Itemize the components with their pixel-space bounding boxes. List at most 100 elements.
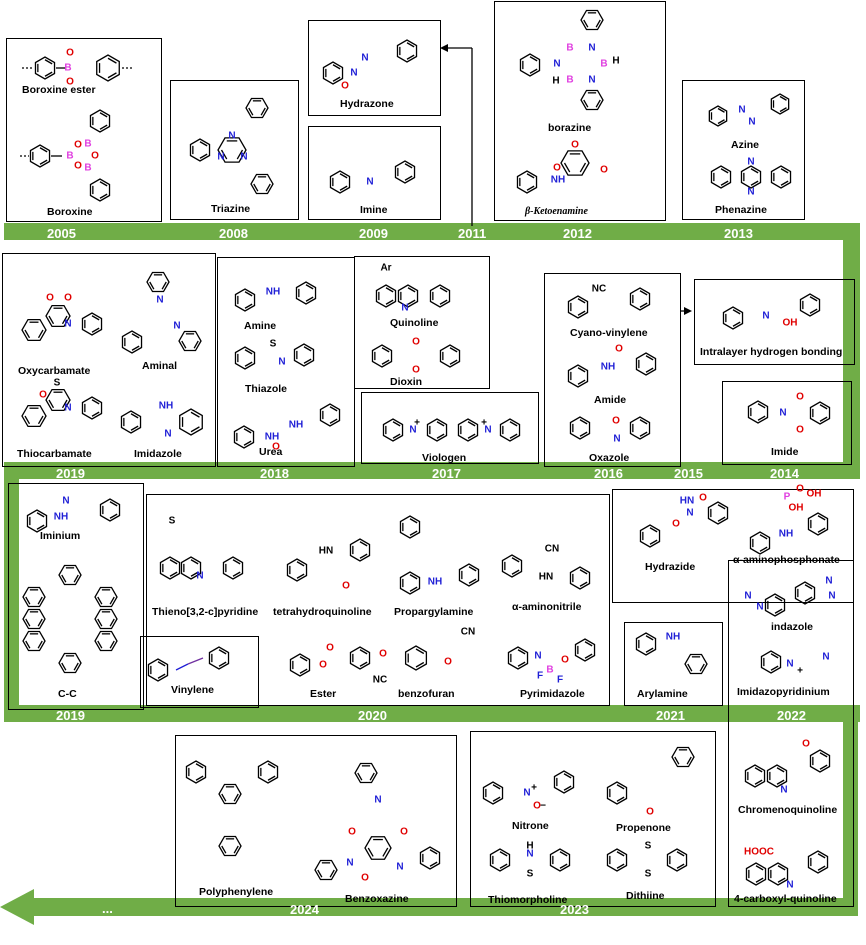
bond [357, 772, 363, 781]
atom-N: N [747, 157, 754, 168]
benzene-ring [666, 848, 688, 872]
benzene-ring [560, 150, 590, 176]
atom-N: N [409, 425, 416, 436]
bond [109, 513, 118, 519]
atom-N: N [156, 295, 163, 306]
atom-O: O [379, 649, 387, 660]
benzene-ring [218, 783, 242, 805]
benzene-ring [807, 512, 829, 536]
benzene-ring [639, 524, 661, 548]
atom-O: O [561, 655, 569, 666]
benzene-ring [397, 284, 419, 308]
benzene-ring [146, 271, 170, 293]
bond [686, 756, 692, 765]
bond [303, 358, 312, 364]
atom-F: F [557, 675, 563, 686]
benzene-ring [684, 653, 708, 675]
atom-N: N [361, 53, 368, 64]
bond [232, 571, 241, 577]
year-2011: 2011 [458, 226, 487, 241]
atom-NH: NH [666, 632, 680, 643]
bond [577, 298, 586, 304]
bond [406, 42, 415, 48]
benzene-ring [21, 318, 47, 342]
atom-NC: NC [592, 284, 606, 295]
bond [299, 656, 308, 662]
benzene-ring [635, 632, 657, 656]
bond [233, 845, 239, 854]
bond [407, 299, 416, 305]
benzene-ring [580, 89, 604, 111]
bond [91, 327, 100, 333]
benzene-ring [799, 293, 821, 317]
benzene-ring [606, 848, 628, 872]
atom-N: N [64, 319, 71, 330]
benzene-ring [34, 56, 56, 80]
bond [97, 596, 103, 605]
bond [436, 421, 445, 427]
atom-HN: HN [539, 572, 553, 583]
box-arylamine [624, 622, 723, 706]
bond [299, 668, 308, 674]
bond [61, 662, 67, 671]
bond [131, 333, 140, 339]
atom-CN: CN [545, 544, 559, 555]
atom-N: N [588, 75, 595, 86]
bond [509, 433, 518, 439]
bond [584, 653, 593, 659]
label-amine: Amine [244, 320, 277, 332]
bond [169, 559, 178, 565]
benzene-ring [635, 352, 657, 376]
atom-O: O [272, 442, 280, 453]
band-row-4 [28, 898, 858, 916]
label-borazine: borazine [548, 122, 592, 134]
bond [232, 559, 241, 565]
atom-O: O [796, 425, 804, 436]
bond [296, 561, 305, 567]
box-quinoline [354, 256, 490, 389]
benzene-ring [178, 330, 202, 352]
bond [770, 653, 779, 659]
atom-NH: NH [551, 175, 565, 186]
bond [429, 861, 438, 867]
label-azine: Azine [731, 139, 760, 151]
atom-N: N [217, 152, 224, 163]
box-viologen [361, 392, 539, 464]
bond [819, 752, 828, 758]
atom-O: O [341, 81, 349, 92]
bond [439, 287, 448, 293]
atom-O: O [672, 519, 680, 530]
bond [639, 302, 648, 308]
bond [755, 877, 764, 883]
benzene-ring [574, 638, 596, 662]
label-imide: Imide [771, 446, 799, 458]
atom-O: O [600, 165, 608, 176]
bond [404, 163, 413, 169]
benzene-ring [429, 284, 451, 308]
box-triazine [170, 80, 299, 220]
atom-O: O [553, 163, 561, 174]
label-boroxine: Boroxine [47, 206, 93, 218]
bond [583, 99, 589, 108]
year-2016: 2016 [594, 466, 623, 481]
box-intralayer [694, 279, 855, 365]
benzene-ring [708, 105, 728, 127]
bond [369, 772, 375, 781]
bond [218, 649, 227, 655]
bond [529, 68, 538, 74]
bond [48, 315, 55, 325]
bond [780, 180, 789, 186]
bond [25, 618, 31, 627]
benzene-ring [58, 564, 82, 586]
benzene-ring [404, 645, 428, 671]
bond [305, 284, 314, 290]
benzene-ring [569, 416, 591, 440]
bond [260, 107, 266, 116]
atom-NH: NH [54, 512, 68, 523]
bond [329, 869, 335, 878]
benzene-ring [26, 509, 48, 533]
benzene-ring [569, 566, 591, 590]
atom-O: O [412, 337, 420, 348]
bond [526, 185, 535, 191]
